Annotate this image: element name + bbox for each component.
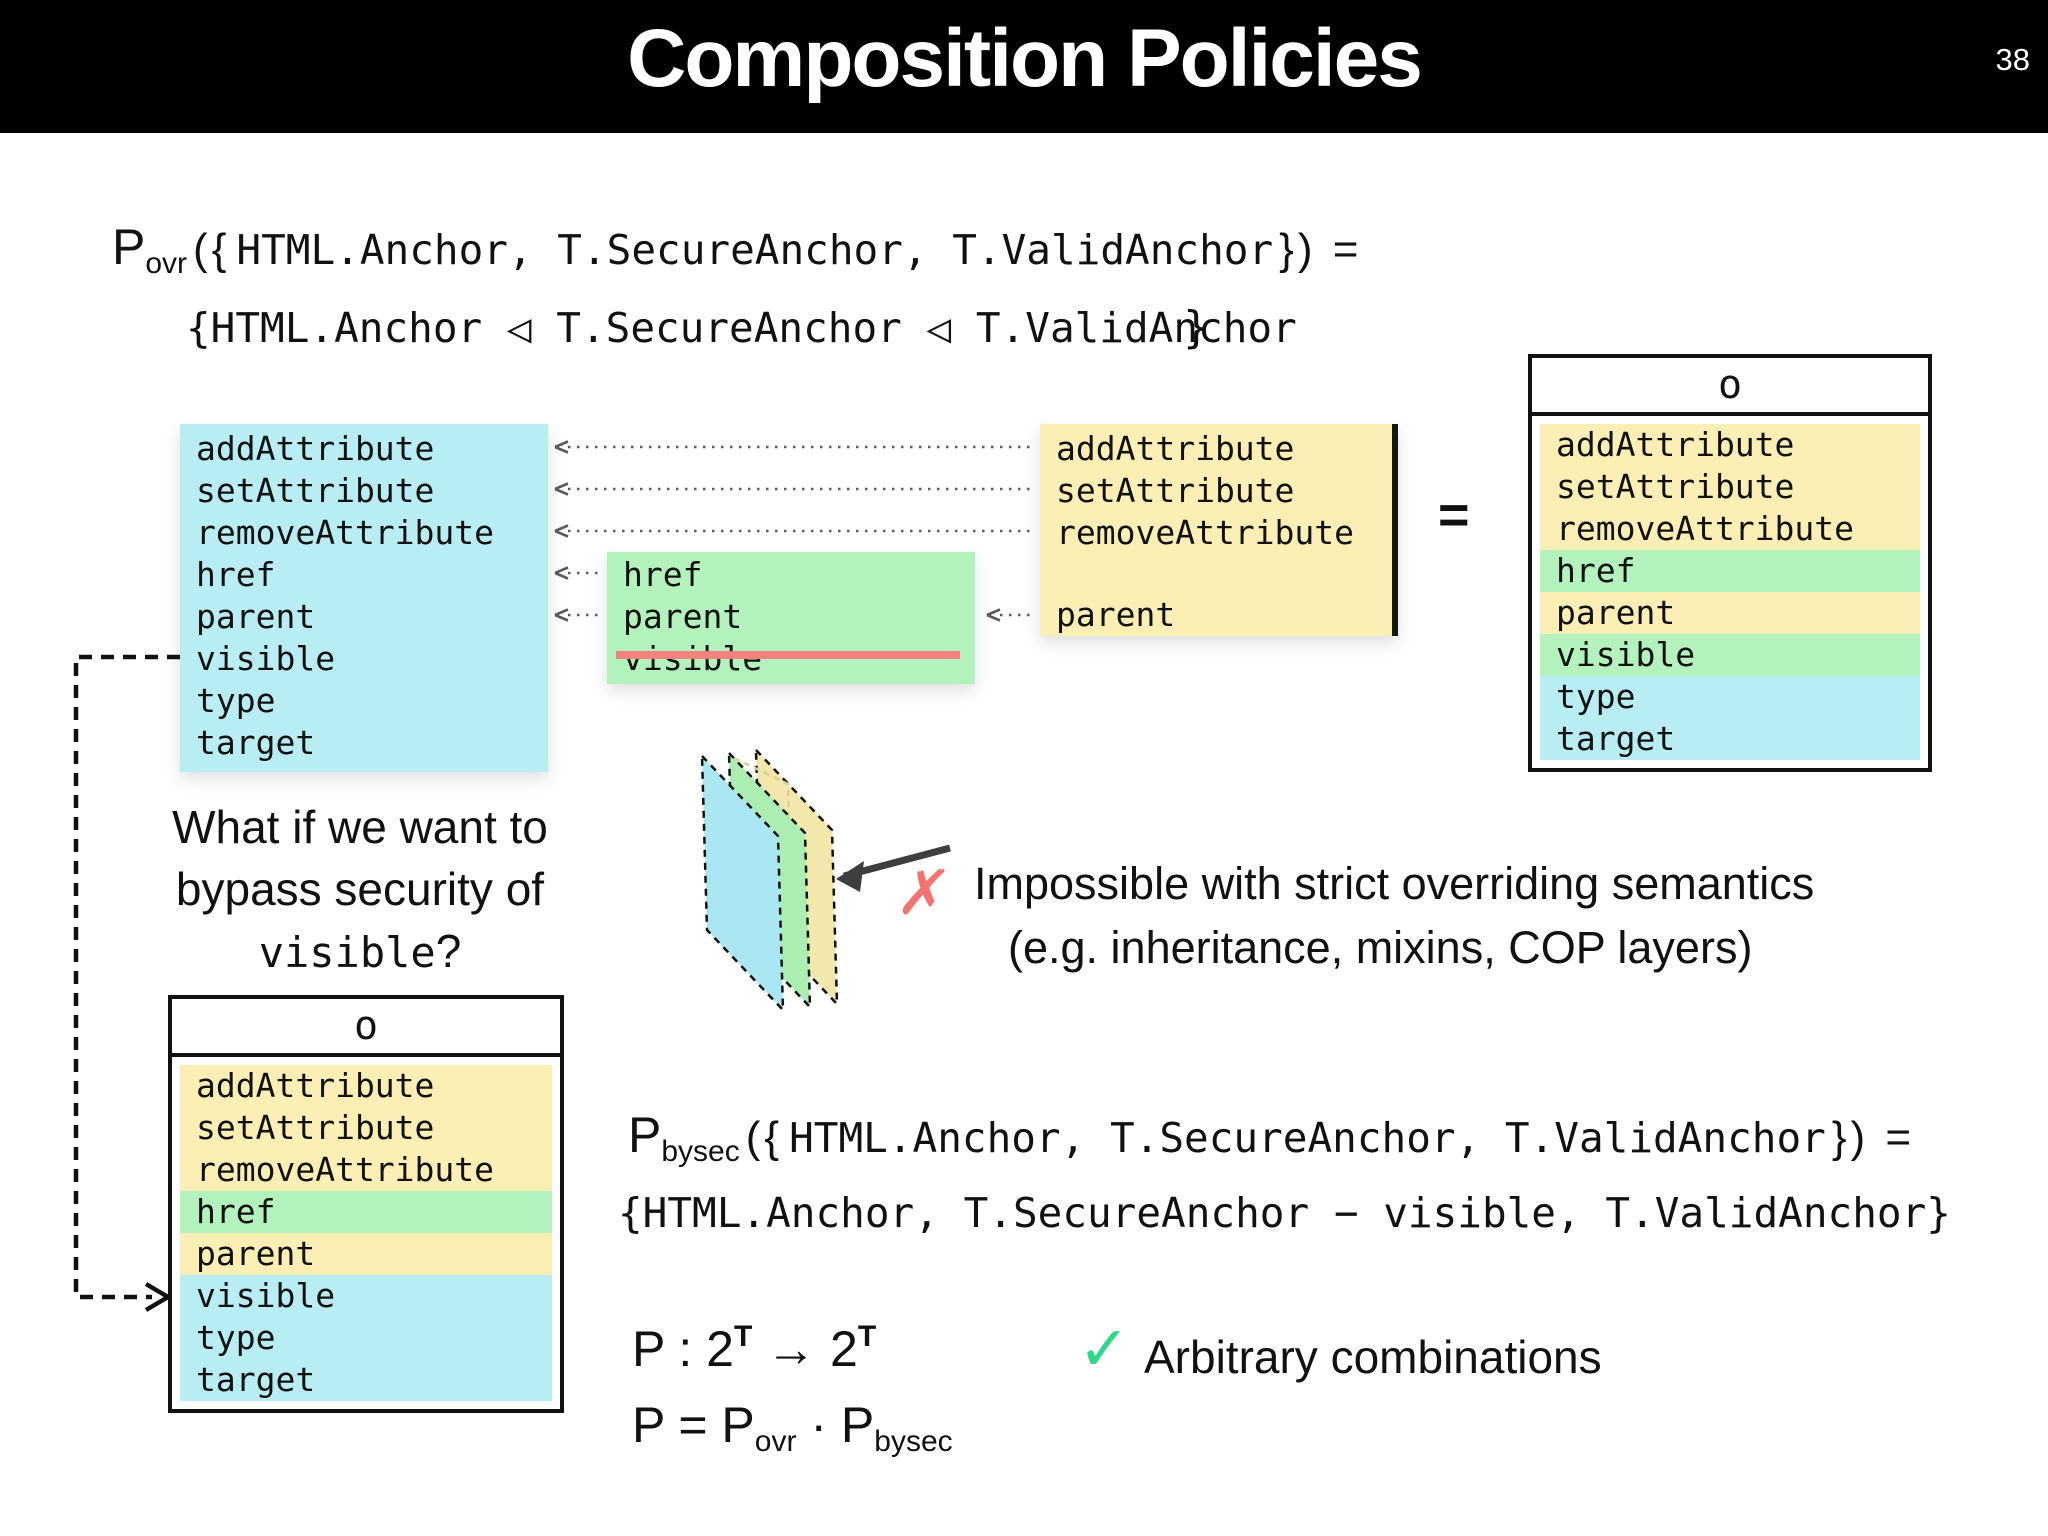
result-row: target <box>180 1359 552 1401</box>
trait-box-secure-anchor: href parent visible <box>607 552 975 684</box>
equals-sign: = <box>1438 485 1470 545</box>
insert-arrow-head <box>836 861 864 892</box>
override-arrow-parent <box>552 607 602 628</box>
result-row: parent <box>180 1233 552 1275</box>
composition-a: P = P <box>632 1397 755 1453</box>
override-arrow-parent-valid <box>984 607 1038 628</box>
formula-povr-subscript: ovr <box>145 247 188 280</box>
cyan-layer <box>700 752 785 1014</box>
method-row: removeAttribute <box>1056 513 1355 552</box>
result-box-bottom-body: addAttribute setAttribute removeAttribut… <box>172 1057 560 1409</box>
trait-box-valid-anchor: addAttribute setAttribute removeAttribut… <box>1040 424 1398 636</box>
result-row: setAttribute <box>180 1107 552 1149</box>
method-row: addAttribute <box>1056 429 1295 468</box>
result-box-bottom: o addAttribute setAttribute removeAttrib… <box>168 995 564 1413</box>
signature-sup2: T <box>857 1320 877 1353</box>
page-title: Composition Policies <box>627 13 1423 104</box>
result-row: type <box>1540 676 1920 718</box>
composition-b: · P <box>796 1397 875 1453</box>
result-row: target <box>1540 718 1920 760</box>
arbitrary-text: Arbitrary combinations <box>1144 1331 1602 1383</box>
slide-number: 38 <box>1995 42 2030 77</box>
formula-povr-name: P <box>112 219 146 275</box>
method-row: visible <box>196 639 336 678</box>
formula-pbysec-subscript: bysec <box>661 1135 740 1168</box>
method-row: removeAttribute <box>196 513 495 552</box>
result-box-top-body: addAttribute setAttribute removeAttribut… <box>1532 416 1928 768</box>
question-suffix: ? <box>435 925 462 977</box>
method-row: addAttribute <box>196 429 435 468</box>
question-text: What if we want to bypass security of vi… <box>128 796 592 984</box>
result-row: parent <box>1540 592 1920 634</box>
result-row: visible <box>1540 634 1920 676</box>
question-line2: bypass security of <box>175 863 545 915</box>
result-row: setAttribute <box>1540 466 1920 508</box>
signature-sup1: T <box>733 1320 753 1353</box>
ghost-edge <box>733 756 794 955</box>
result-row: addAttribute <box>180 1065 552 1107</box>
formula-povr-args: HTML.Anchor, T.SecureAnchor, T.ValidAnch… <box>236 226 1274 274</box>
question-line3: visible? <box>128 920 592 984</box>
question-line1: What if we want to <box>172 801 548 853</box>
check-icon: ✓ <box>1078 1315 1130 1384</box>
formula-povr-result-post: chor <box>1198 304 1297 352</box>
method-row: target <box>196 723 316 762</box>
formula-pbysec-line2: {HTML.Anchor, T.SecureAnchor − visible, … <box>618 1188 1951 1238</box>
layered-planes-diagram <box>688 742 978 1047</box>
signature-pre: P : 2 <box>632 1321 734 1377</box>
strikethrough-line <box>616 651 960 659</box>
result-box-top: o addAttribute setAttribute removeAttrib… <box>1528 354 1932 772</box>
method-row: type <box>196 681 276 720</box>
formula-povr-open: ({ <box>193 225 231 274</box>
formula-composition: P = Povr · Pbysec <box>632 1396 953 1459</box>
result-row: type <box>180 1317 552 1359</box>
method-row: setAttribute <box>1056 471 1295 510</box>
formula-povr-line1: Povr({HTML.Anchor, T.SecureAnchor, T.Val… <box>112 218 1368 281</box>
result-row: href <box>1540 550 1920 592</box>
override-arrow-removeattribute <box>552 523 1038 544</box>
result-box-bottom-title: o <box>172 999 560 1057</box>
result-box-top-title: o <box>1532 358 1928 416</box>
override-arrow-setattribute <box>552 481 1038 502</box>
override-arrow-addattribute <box>552 439 1038 460</box>
impossible-line2: (e.g. inheritance, mixins, COP layers) <box>1008 922 1753 973</box>
formula-pbysec-args: HTML.Anchor, T.SecureAnchor, T.ValidAnch… <box>789 1114 1826 1162</box>
trait-box-html-anchor: addAttribute setAttribute removeAttribut… <box>180 424 548 772</box>
signature-mid: → 2 <box>752 1321 858 1377</box>
method-row: href <box>623 555 703 594</box>
impossible-line1: Impossible with strict overriding semant… <box>974 858 1815 909</box>
result-row: visible <box>180 1275 552 1317</box>
formula-povr-line2: {HTML.Anchor ◁ T.SecureAnchor ◁ T.ValidA… <box>186 302 1297 353</box>
method-row: setAttribute <box>196 471 435 510</box>
method-row: parent <box>623 597 743 636</box>
bypass-dashed-arrow <box>56 630 186 1335</box>
composition-sub2: bysec <box>874 1425 953 1458</box>
result-row: removeAttribute <box>180 1149 552 1191</box>
result-row: addAttribute <box>1540 424 1920 466</box>
question-code: visible <box>258 928 436 977</box>
override-arrow-href <box>552 565 602 586</box>
result-row: removeAttribute <box>1540 508 1920 550</box>
formula-signature: P : 2T → 2T <box>632 1320 876 1378</box>
method-row: parent <box>196 597 316 636</box>
method-row: href <box>196 555 276 594</box>
method-row: parent <box>1056 595 1176 634</box>
formula-pbysec-close: }) = <box>1831 1113 1916 1162</box>
result-row: href <box>180 1191 552 1233</box>
formula-povr-close: }) = <box>1279 225 1363 274</box>
formula-pbysec-result: {HTML.Anchor, T.SecureAnchor − visible, … <box>618 1189 1951 1237</box>
row-gap <box>1040 554 1392 594</box>
method-row-struck: visible <box>607 638 975 680</box>
header-bar: Composition Policies 38 <box>0 0 2048 133</box>
formula-pbysec-name: P <box>628 1107 662 1163</box>
formula-povr-result-pre: {HTML.Anchor ◁ T.SecureAnchor ◁ T.ValidA… <box>186 304 1199 352</box>
cross-icon: ✗ <box>893 859 955 928</box>
formula-pbysec-line1: Pbysec({HTML.Anchor, T.SecureAnchor, T.V… <box>628 1106 1921 1169</box>
formula-pbysec-open: ({ <box>745 1113 784 1162</box>
composition-sub1: ovr <box>754 1425 797 1458</box>
